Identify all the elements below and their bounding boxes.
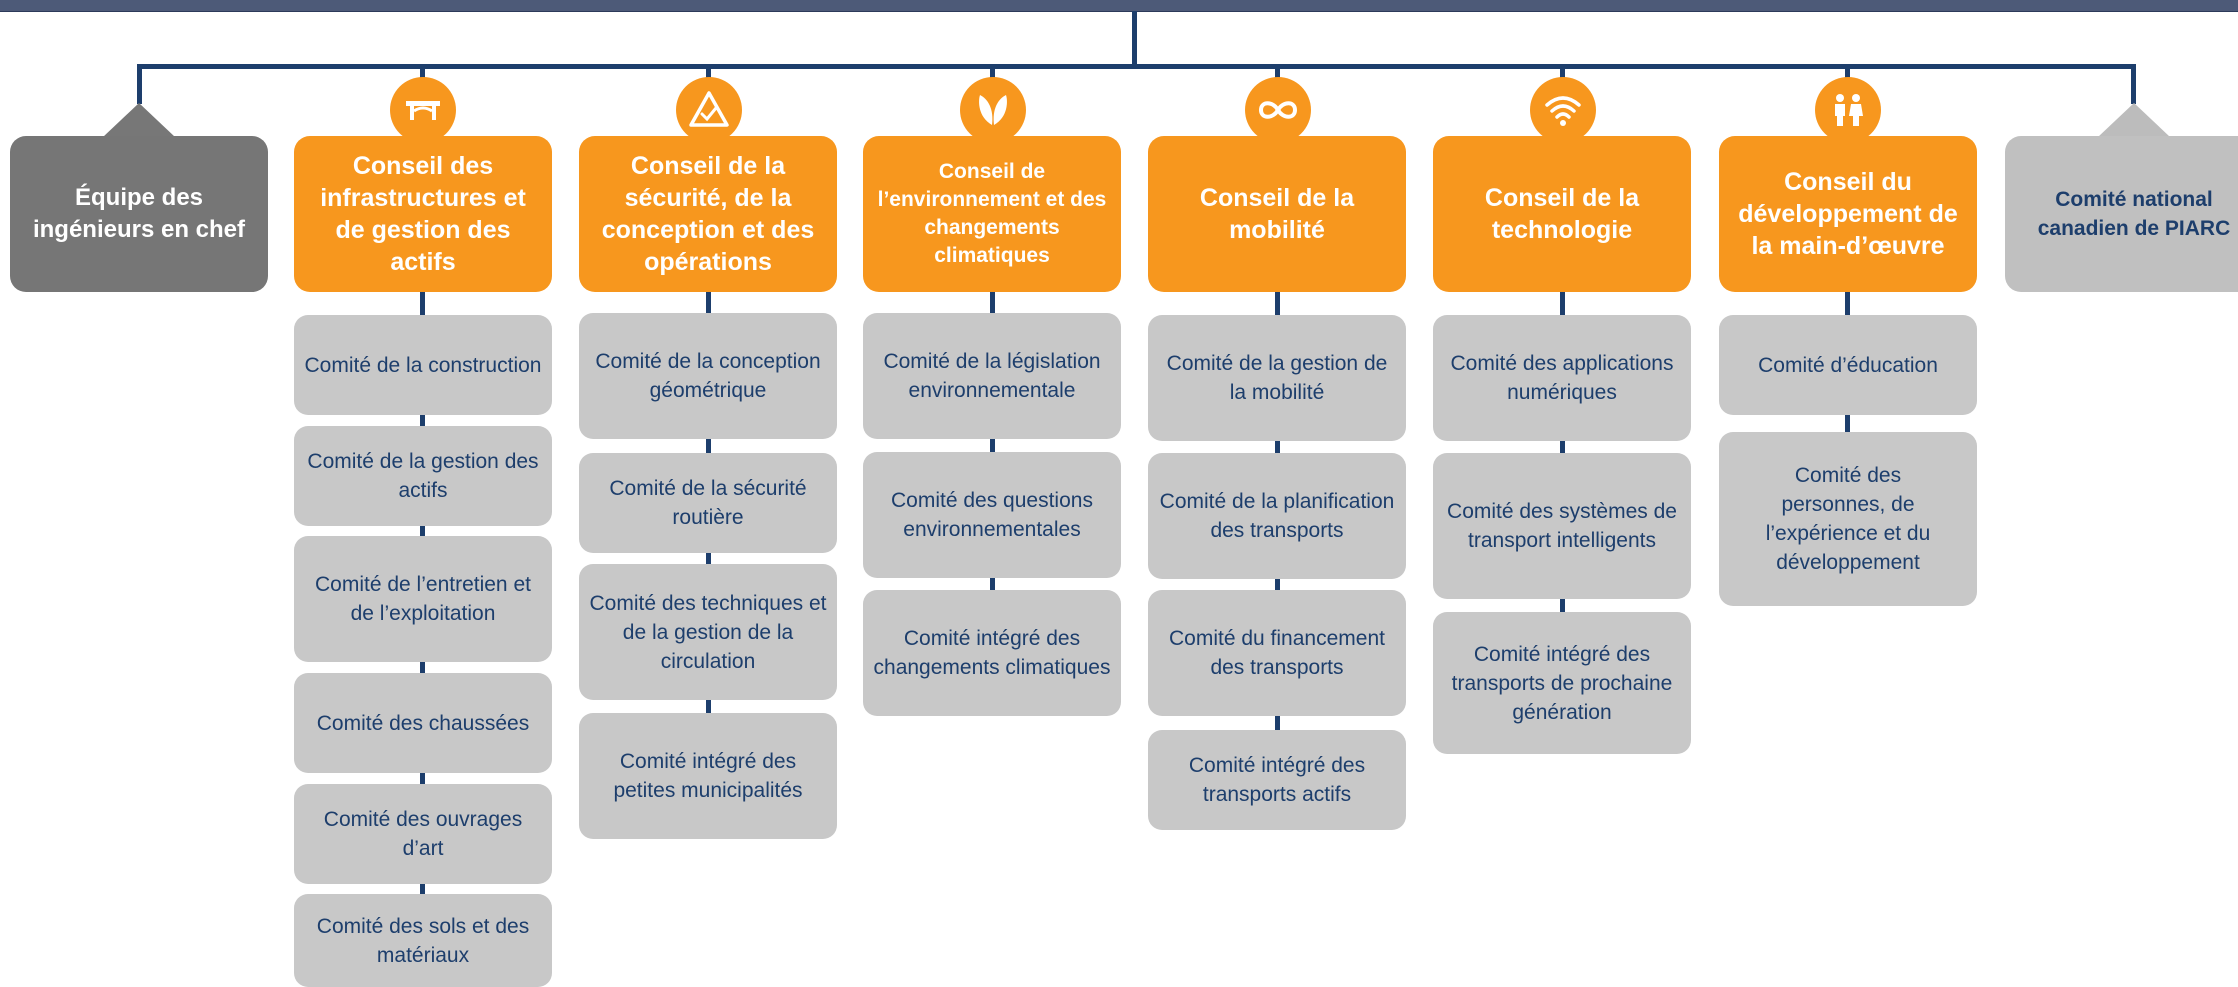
committee-box[interactable]: Comité de la conception géométrique — [579, 313, 837, 439]
piarc-pointer — [2098, 103, 2170, 137]
leaf-icon — [960, 77, 1026, 143]
council-infrastructure[interactable]: Conseil des infrastructures et de gestio… — [294, 136, 552, 292]
committee-label: Comité de la planification des transport… — [1159, 490, 1395, 542]
top-banner — [0, 0, 2238, 12]
committee-label: Comité des techniques et de la gestion d… — [589, 591, 827, 673]
council-title: Conseil de la mobilité — [1199, 184, 1355, 244]
committee-box[interactable]: Comité de la législation environnemental… — [863, 313, 1121, 439]
committee-box[interactable]: Comité intégré des transports actifs — [1148, 730, 1406, 830]
committee-box[interactable]: Comité d’éducation — [1719, 315, 1977, 415]
trunk-connector — [1132, 11, 1137, 67]
committee-label: Comité de la construction — [304, 353, 542, 377]
drop-connector — [1845, 64, 1850, 84]
committee-box[interactable]: Comité du financement des transports — [1148, 590, 1406, 716]
committee-label: Comité du financement des transports — [1169, 627, 1385, 679]
drop-connector — [420, 64, 425, 84]
drop-connector — [2131, 64, 2136, 104]
committee-label: Comité des ouvrages d’art — [323, 808, 523, 860]
committee-box[interactable]: Comité intégré des transports de prochai… — [1433, 612, 1691, 754]
committee-label: Comité de la gestion de la mobilité — [1166, 352, 1388, 404]
drop-connector — [1275, 64, 1280, 84]
committee-label: Comité intégré des transports actifs — [1188, 754, 1366, 806]
drop-connector — [1560, 64, 1565, 84]
council-title: Conseil du développement de la main-d’œu… — [1738, 168, 1958, 260]
committee-box[interactable]: Comité des techniques et de la gestion d… — [579, 564, 837, 700]
committee-label: Comité intégré des transports de prochai… — [1451, 642, 1673, 724]
committee-box[interactable]: Comité de la sécurité routière — [579, 453, 837, 553]
committee-label: Comité des chaussées — [316, 711, 530, 735]
committee-box[interactable]: Comité de la planification des transport… — [1148, 453, 1406, 579]
committee-box[interactable]: Comité de la gestion de la mobilité — [1148, 315, 1406, 441]
committee-box[interactable]: Comité des questions environnementales — [863, 452, 1121, 578]
committee-box[interactable]: Comité des systèmes de transport intelli… — [1433, 453, 1691, 599]
committee-label: Comité de la gestion des actifs — [307, 450, 539, 502]
chief-engineers-label: Équipe des ingénieurs en chef — [32, 184, 246, 243]
committee-label: Comité de l’entretien et de l’exploitati… — [315, 573, 531, 625]
infinity-icon — [1245, 77, 1311, 143]
council-title: Conseil de l’environnement et des change… — [877, 160, 1107, 267]
council-workforce[interactable]: Conseil du développement de la main-d’œu… — [1719, 136, 1977, 292]
committee-label: Comité des applications numériques — [1450, 352, 1674, 404]
council-mobility[interactable]: Conseil de la mobilité — [1148, 136, 1406, 292]
committee-label: Comité des personnes, de l’expérience et… — [1765, 464, 1931, 574]
chief-engineers-box[interactable]: Équipe des ingénieurs en chef — [10, 136, 268, 292]
committee-label: Comité intégré des petites municipalités — [613, 750, 803, 802]
people-icon — [1815, 77, 1881, 143]
council-environment[interactable]: Conseil de l’environnement et des change… — [863, 136, 1121, 292]
committee-label: Comité d’éducation — [1758, 353, 1938, 377]
bridge-icon — [390, 77, 456, 143]
committee-box[interactable]: Comité des sols et des matériaux — [294, 894, 552, 987]
drop-connector — [990, 64, 995, 84]
council-title: Conseil de la technologie — [1484, 184, 1640, 244]
drop-connector — [137, 64, 142, 104]
committee-label: Comité des questions environnementales — [891, 489, 1093, 541]
piarc-committee-box[interactable]: Comité national canadien de PIARC — [2005, 136, 2238, 292]
wifi-icon — [1530, 77, 1596, 143]
committee-box[interactable]: Comité de la construction — [294, 315, 552, 415]
committee-label: Comité des systèmes de transport intelli… — [1447, 500, 1677, 552]
committee-box[interactable]: Comité intégré des petites municipalités — [579, 713, 837, 839]
horizontal-connector — [137, 64, 2136, 69]
council-technology[interactable]: Conseil de la technologie — [1433, 136, 1691, 292]
committee-label: Comité intégré des changements climatiqu… — [873, 627, 1111, 679]
piarc-committee-label: Comité national canadien de PIARC — [2037, 188, 2231, 240]
committee-box[interactable]: Comité des ouvrages d’art — [294, 784, 552, 884]
chief-engineers-pointer — [103, 103, 175, 137]
committee-box[interactable]: Comité de l’entretien et de l’exploitati… — [294, 536, 552, 662]
council-title: Conseil des infrastructures et de gestio… — [320, 152, 526, 276]
committee-box[interactable]: Comité des chaussées — [294, 673, 552, 773]
committee-label: Comité de la conception géométrique — [595, 350, 821, 402]
committee-label: Comité des sols et des matériaux — [316, 914, 530, 967]
council-title: Conseil de la sécurité, de la conception… — [601, 152, 815, 276]
committee-label: Comité de la législation environnemental… — [883, 350, 1101, 402]
council-safety[interactable]: Conseil de la sécurité, de la conception… — [579, 136, 837, 292]
committee-box[interactable]: Comité des applications numériques — [1433, 315, 1691, 441]
committee-label: Comité de la sécurité routière — [609, 477, 807, 529]
drop-connector — [706, 64, 711, 84]
warning-triangle-check-icon — [676, 77, 742, 143]
committee-box[interactable]: Comité de la gestion des actifs — [294, 426, 552, 526]
committee-box[interactable]: Comité des personnes, de l’expérience et… — [1719, 432, 1977, 606]
committee-box[interactable]: Comité intégré des changements climatiqu… — [863, 590, 1121, 716]
